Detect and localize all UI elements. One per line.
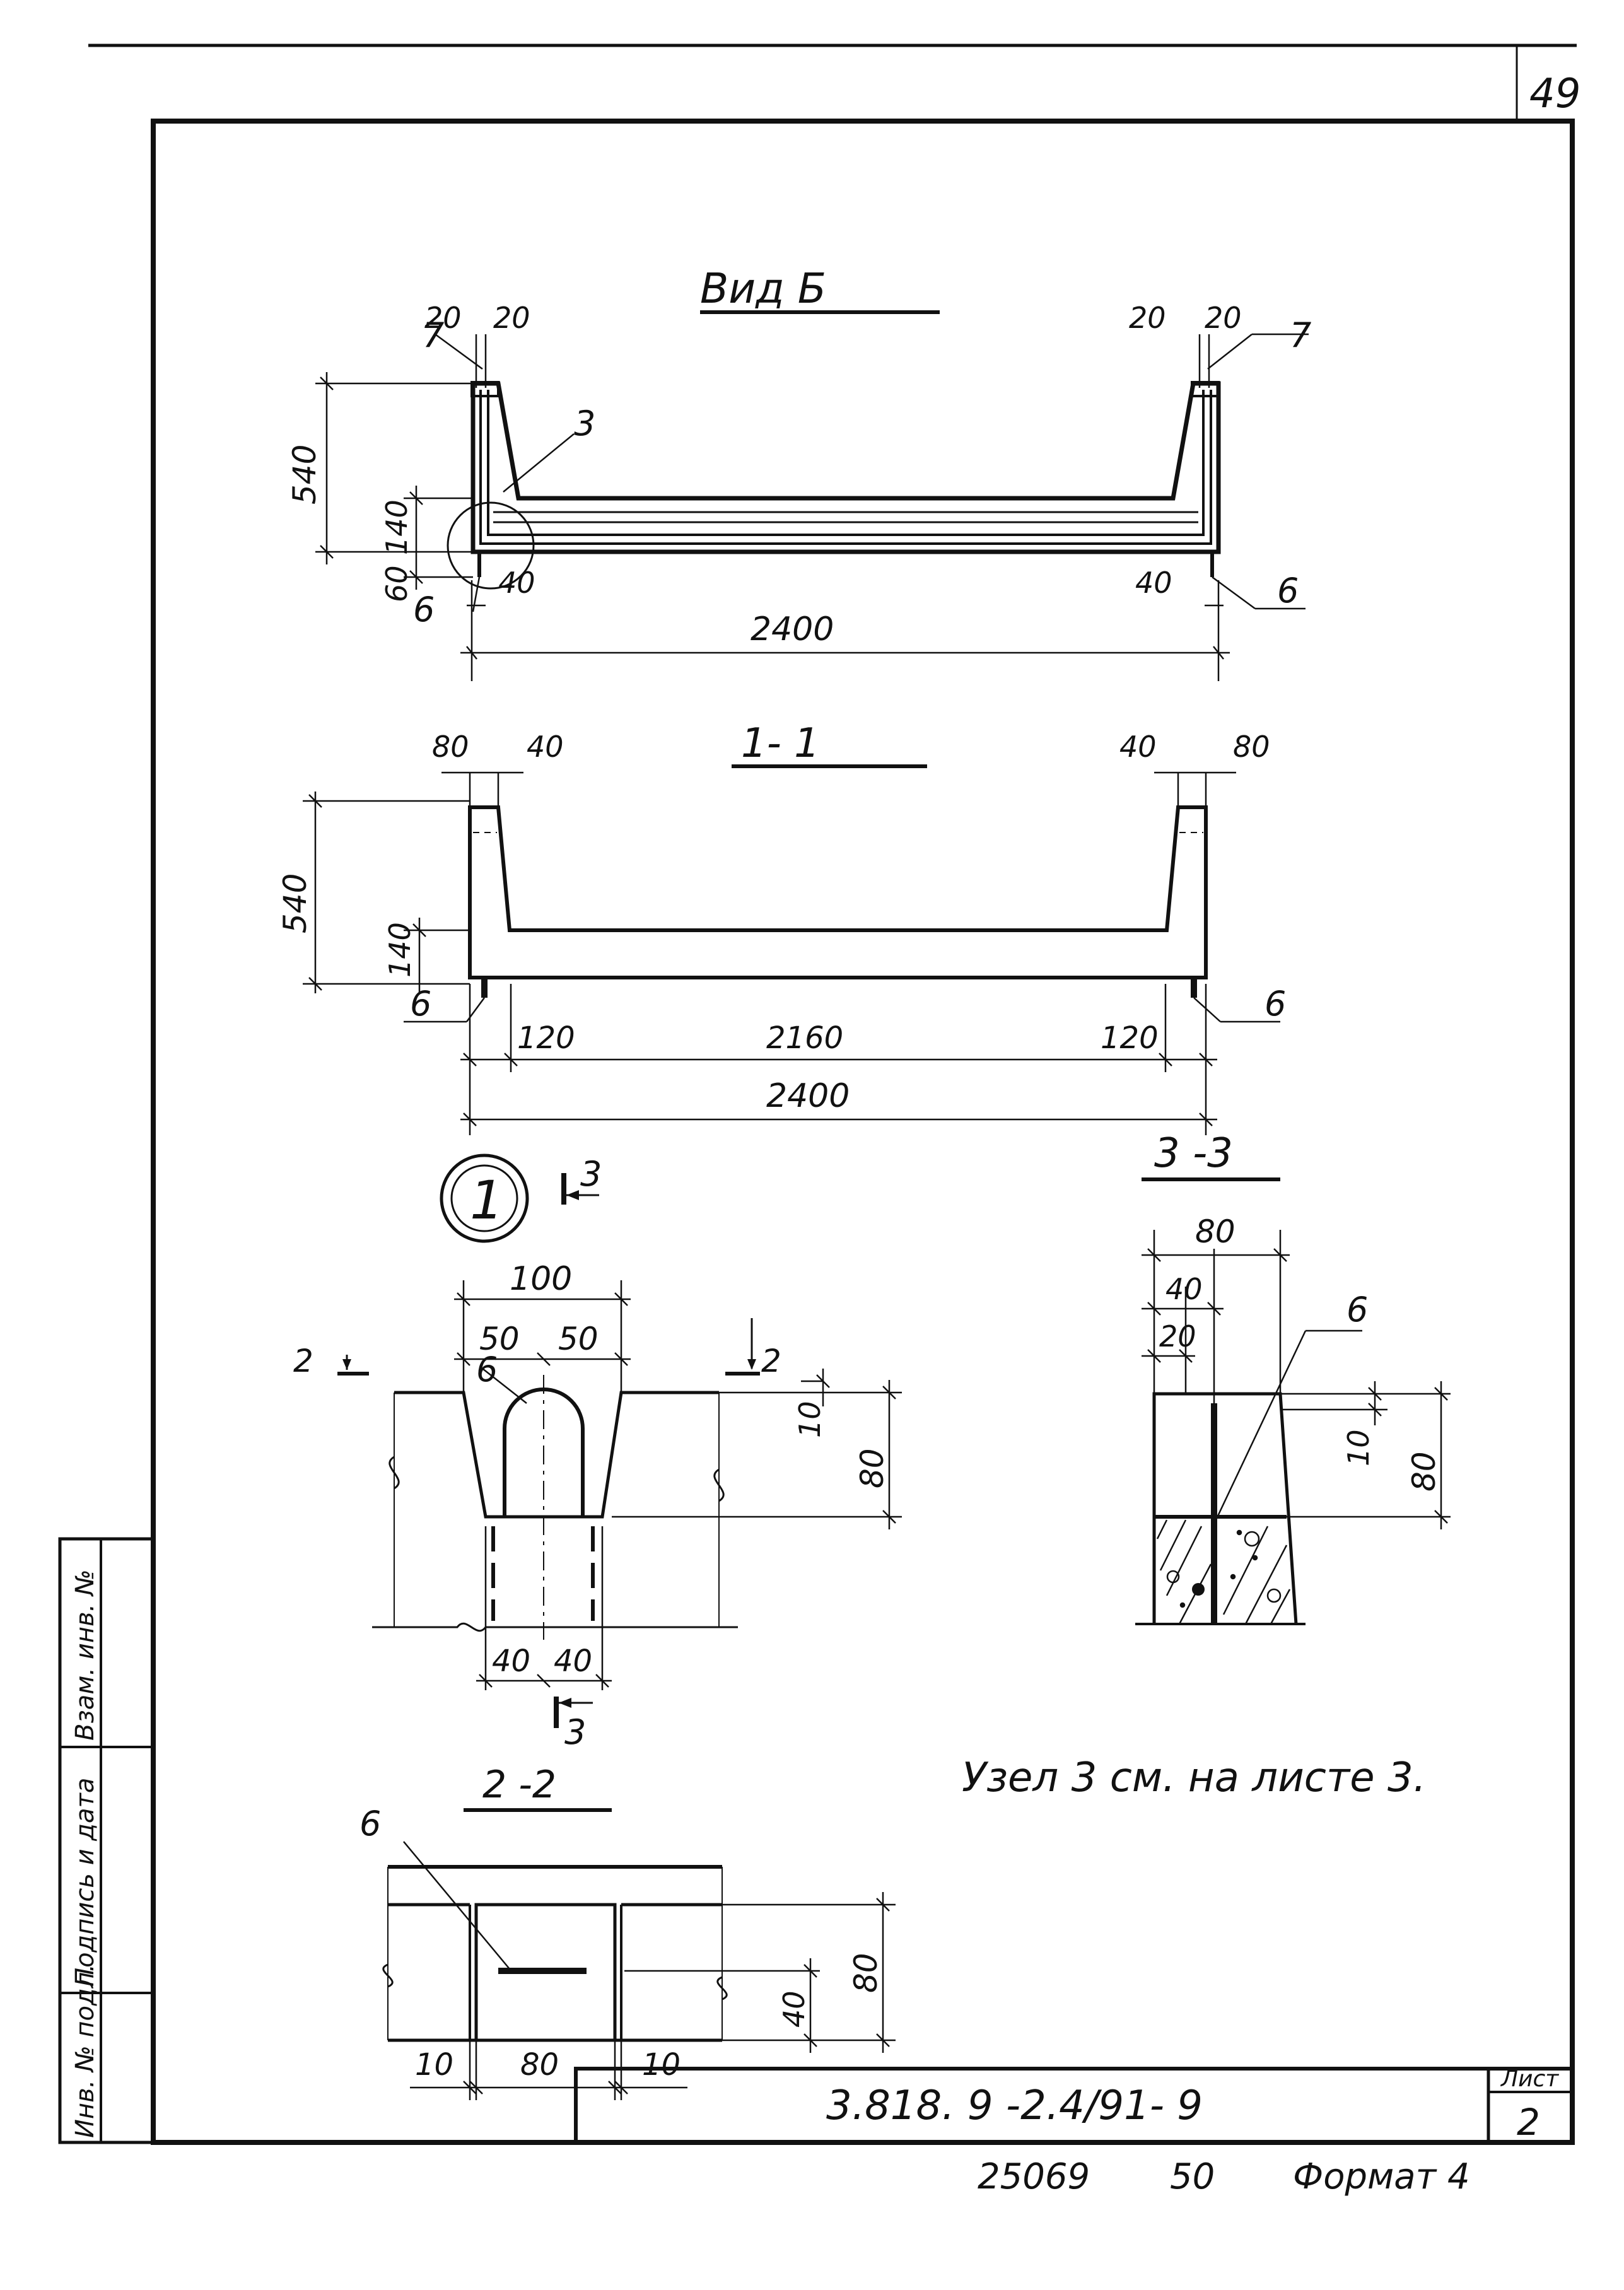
- vb-dim-inset-left: 40: [498, 566, 535, 600]
- title-block: 3.818. 9 -2.4/91- 9 Лист 2: [574, 2066, 1574, 2144]
- node-1-cut-bottom: 3: [564, 1712, 586, 1752]
- section-1-1-profile: [468, 805, 1208, 979]
- s11-dim-left-inner: 40: [527, 730, 564, 764]
- footer-code: 50: [1170, 2156, 1215, 2197]
- node-1-mark-right: 2: [761, 1343, 781, 1379]
- s22-dim-right: 10: [642, 2047, 681, 2083]
- s22-callout: 6: [359, 1804, 381, 1843]
- view-b: Вид Б: [286, 264, 1311, 681]
- vb-callout-left-bottom: 6: [413, 590, 435, 629]
- page-number: 49: [1529, 71, 1580, 117]
- node-1-mark-left: 2: [293, 1343, 313, 1379]
- node-1-dim-small: 10: [793, 1401, 827, 1438]
- section-3-3-profile: [1152, 1392, 1298, 1625]
- footer-inventory: 25069: [978, 2156, 1090, 2197]
- section-3-3: 3 -3: [1135, 1130, 1451, 1625]
- node-1-dim-half-left: 50: [479, 1321, 520, 1357]
- vb-dim-bottom: 60: [380, 565, 414, 602]
- node-1-marker-circle: [447, 501, 535, 590]
- s11-dim-right-seg: 120: [1101, 1020, 1159, 1056]
- stamp-inv-podl: Инв. № подл.: [71, 1964, 100, 2138]
- s33-dim-height: 80: [1406, 1451, 1442, 1492]
- node-1-dim-half-right: 50: [558, 1321, 599, 1357]
- node-1-dimensions: [454, 1280, 902, 1690]
- s22-dim-left: 10: [415, 2047, 453, 2083]
- s11-dim-height: 540: [277, 873, 313, 933]
- node-1-cut-top: 3: [580, 1154, 602, 1194]
- s11-callout-right: 6: [1265, 984, 1286, 1024]
- footer-format: Формат 4: [1293, 2156, 1470, 2197]
- section-2-2-title: 2 -2: [482, 1763, 556, 1807]
- section-3-3-dimensions: [1142, 1230, 1451, 1529]
- s11-dim-right-inner: 40: [1119, 730, 1157, 764]
- s11-dim-slab: 140: [383, 922, 417, 978]
- vb-callout-left-top: 7: [423, 315, 444, 355]
- vb-dim-top-left-a: 20: [424, 301, 462, 335]
- footer: 25069 50 Формат 4: [978, 2156, 1470, 2197]
- vb-dim-height: 540: [286, 445, 323, 505]
- sheet-label: Лист: [1500, 2066, 1559, 2092]
- node-1-dim-bottom-right: 40: [554, 1644, 592, 1679]
- sheet-number: 2: [1517, 2101, 1540, 2144]
- section-2-2-dimensions: [403, 1841, 896, 2100]
- section-1-1-title: 1- 1: [741, 720, 820, 767]
- s11-dim-middle-seg: 2160: [766, 1020, 843, 1056]
- node-1-detail: 1 3 2 2 3: [293, 1154, 902, 1752]
- s11-dim-left-seg: 120: [517, 1020, 575, 1056]
- section-2-2-profile: [382, 1865, 728, 2042]
- vb-callout-right-top: 7: [1290, 315, 1311, 355]
- view-b-title: Вид Б: [700, 264, 826, 313]
- s33-callout: 6: [1347, 1290, 1368, 1329]
- node-1-callout: 6: [476, 1350, 498, 1389]
- section-3-3-title: 3 -3: [1154, 1130, 1233, 1177]
- view-b-trough: [447, 381, 1221, 590]
- vb-dim-top-right-b: 20: [1205, 301, 1242, 335]
- s33-dim-total: 80: [1195, 1213, 1236, 1250]
- s11-dim-right-outer: 80: [1233, 730, 1270, 764]
- node-1-dim-height: 80: [854, 1448, 891, 1488]
- vb-callout-right-bottom: 6: [1277, 571, 1299, 610]
- node-1-dim-width: 100: [510, 1260, 572, 1298]
- s22-dim-height: 80: [848, 1953, 884, 1993]
- vb-dim-slab: 140: [380, 499, 414, 555]
- node-1-dim-bottom-left: 40: [492, 1644, 530, 1679]
- vb-dim-length: 2400: [751, 610, 834, 648]
- vb-callout-middle: 3: [574, 404, 595, 443]
- drawing-note: Узел 3 см. на листе 3.: [962, 1755, 1426, 1801]
- s22-dim-middle: 80: [520, 2047, 559, 2083]
- section-2-2: 2 -2: [359, 1763, 896, 2100]
- s11-dim-length: 2400: [766, 1077, 850, 1115]
- concrete-hatch: [1156, 1519, 1291, 1625]
- side-stamp: Взам. инв. № Подпись и дата Инв. № подл.: [58, 1537, 155, 2144]
- view-b-dimensions: [315, 333, 1309, 681]
- stamp-podpis-data: Подпись и дата: [71, 1778, 100, 1987]
- vb-dim-top-left-b: 20: [493, 301, 530, 335]
- s33-dim-mid: 40: [1165, 1272, 1203, 1306]
- section-1-1: 1- 1 8: [277, 720, 1286, 1135]
- document-code: 3.818. 9 -2.4/91- 9: [826, 2083, 1203, 2129]
- vb-dim-inset-right: 40: [1135, 566, 1172, 600]
- node-1-label: 1: [470, 1169, 503, 1231]
- s11-dim-left-outer: 80: [432, 730, 469, 764]
- stamp-vzam-inv: Взам. инв. №: [71, 1569, 100, 1741]
- section-1-1-dimensions: [303, 771, 1280, 1135]
- s33-dim-top: 10: [1341, 1429, 1376, 1466]
- s33-dim-small: 20: [1159, 1319, 1196, 1353]
- s11-callout-left: 6: [410, 984, 431, 1024]
- vb-dim-top-right-a: 20: [1129, 301, 1166, 335]
- node-1-profile: [394, 1391, 719, 1519]
- s22-dim-inner: 40: [777, 1990, 811, 2028]
